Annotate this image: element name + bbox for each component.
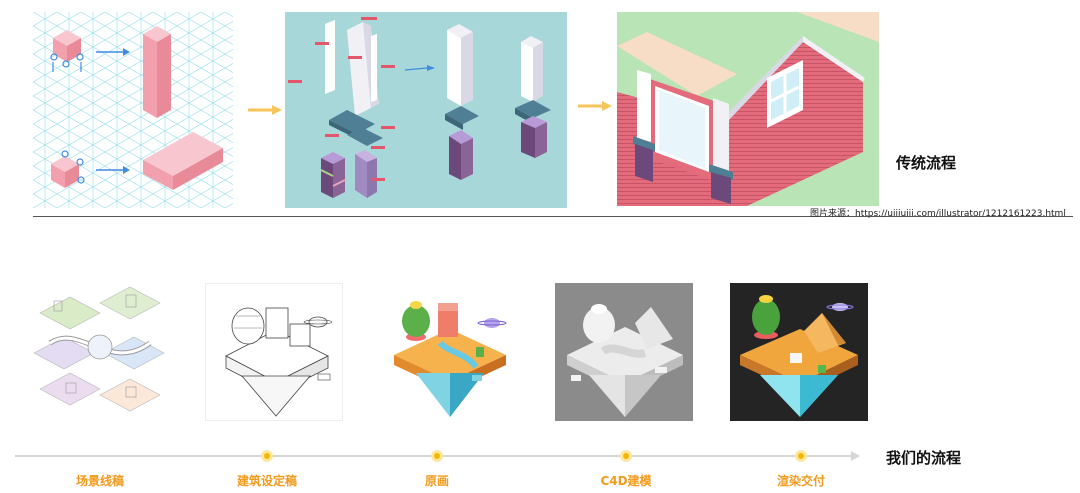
final-render-illustration <box>740 295 858 417</box>
arrow-right-icon <box>248 105 282 115</box>
image-source-text: 图片来源：https://uiiiuiii.com/illustrator/12… <box>810 209 1066 219</box>
step-label-concept-art: 原画 <box>424 474 449 488</box>
thumbnail-final-render <box>730 283 868 421</box>
step-label-c4d-model: C4D建模 <box>600 474 652 488</box>
thumbnail-scene-lineart <box>30 283 168 421</box>
thumbnail-c4d-model <box>555 283 693 421</box>
step-label-building-sketch: 建筑设定稿 <box>236 474 297 488</box>
timeline-dot-icon <box>795 450 807 462</box>
timeline-arrowhead-icon <box>851 451 860 461</box>
building-sketch-illustration <box>225 307 333 417</box>
window-components-illustration <box>288 17 551 198</box>
house-illustration <box>617 12 879 206</box>
scene-lineart-illustration <box>33 286 165 412</box>
our-workflow-title: 我们的流程 <box>886 449 962 467</box>
arrow-right-icon <box>578 101 612 111</box>
traditional-workflow-title: 传统流程 <box>896 154 957 172</box>
timeline-dot-icon <box>261 450 273 462</box>
step-label-scene-lineart: 场景线稿 <box>75 474 124 488</box>
step-label-render-delivery: 渲染交付 <box>776 474 825 488</box>
thumbnail-concept-art <box>380 283 518 421</box>
section-divider <box>33 216 1073 217</box>
timeline-dot-icon <box>620 450 632 462</box>
timeline-dot-icon <box>431 450 443 462</box>
component-breakdown-panel <box>285 12 567 208</box>
isometric-grid-illustration <box>33 12 233 208</box>
isometric-grid-panel <box>33 12 233 208</box>
concept-art-illustration <box>394 301 507 417</box>
c4d-model-illustration <box>567 304 683 417</box>
thumbnail-building-sketch <box>205 283 343 421</box>
house-render-panel <box>617 12 879 206</box>
